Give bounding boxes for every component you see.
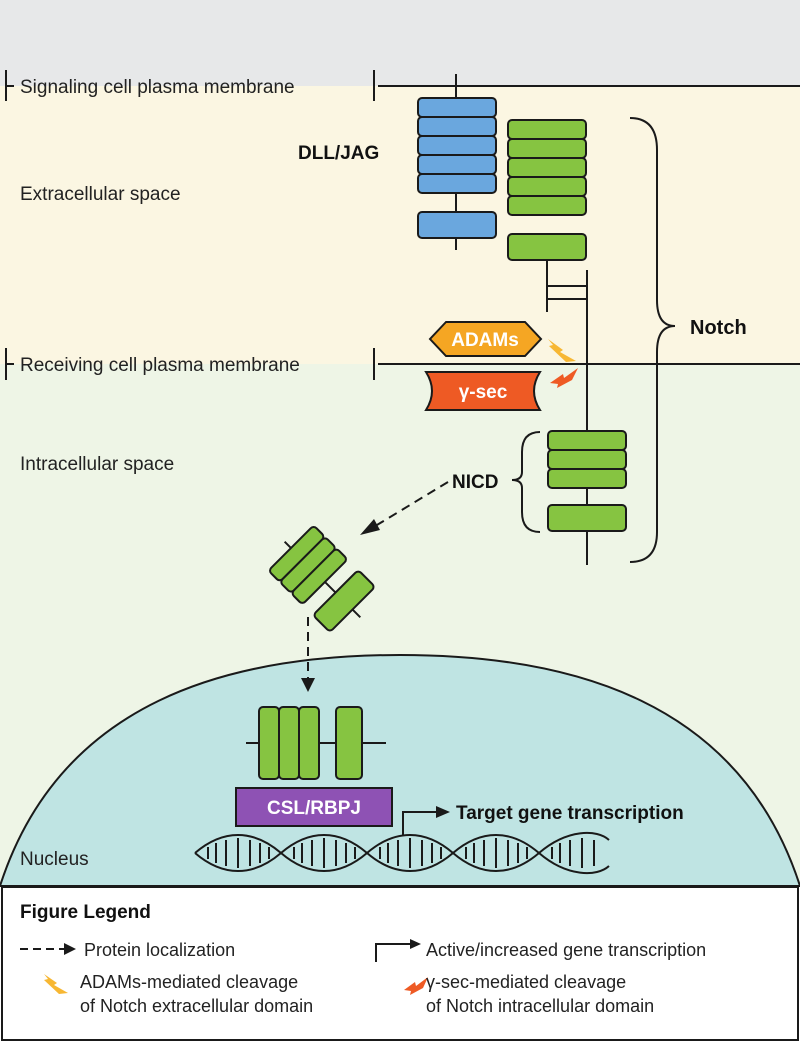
legend-title: Figure Legend [20, 902, 151, 923]
csl-rbpj: CSL/RBPJ [235, 787, 393, 827]
nuclear-nicd [246, 706, 386, 780]
receiving-membrane [5, 348, 800, 380]
legend-adams-bolt [44, 974, 68, 994]
legend-dashed-arrow [20, 943, 76, 955]
notch-label: Notch [690, 317, 747, 339]
gamma-sec-cleavage-bolt [550, 368, 578, 388]
legend-adams-line2: of Notch extracellular domain [80, 996, 313, 1016]
notch-receptor [507, 119, 627, 565]
adams-cleavage-bolt [548, 339, 576, 362]
legend-active-transcription: Active/increased gene transcription [426, 940, 706, 960]
localization-arrow-1 [360, 481, 449, 535]
legend-protein-localization: Protein localization [84, 940, 235, 960]
nucleus [0, 653, 800, 887]
adams-label: ADAMs [451, 330, 519, 351]
figure-legend: Figure Legend Protein localization Activ… [1, 886, 799, 1041]
extracellular-region [0, 86, 800, 364]
intracellular-label: Intracellular space [20, 454, 174, 475]
released-nicd [269, 526, 375, 632]
legend-transcription-arrow [375, 939, 421, 962]
receiving-membrane-label: Receiving cell plasma membrane [20, 355, 300, 376]
dll-jag-ligand [417, 74, 497, 250]
dna-helix [194, 831, 610, 875]
ligand-label: DLL/JAG [298, 143, 379, 164]
csl-label: CSL/RBPJ [267, 798, 361, 819]
adams-enzyme: ADAMs [428, 321, 543, 357]
signaling-membrane [5, 70, 800, 101]
legend-adams-line1: ADAMs-mediated cleavage [80, 972, 298, 992]
gamma-sec-label: γ-sec [459, 382, 508, 403]
gamma-sec-enzyme: γ-sec [424, 371, 542, 411]
signaling-cell-region [0, 0, 800, 86]
legend-gsec-bolt [404, 977, 428, 995]
extracellular-label: Extracellular space [20, 184, 181, 205]
transcription-arrow [402, 806, 450, 835]
nicd-label: NICD [452, 472, 498, 493]
target-gene-label: Target gene transcription [456, 803, 684, 824]
legend-gsec-line2: of Notch intracellular domain [426, 996, 654, 1016]
nucleus-label: Nucleus [20, 849, 89, 870]
localization-arrow-2 [301, 617, 315, 692]
signaling-membrane-label: Signaling cell plasma membrane [20, 77, 295, 98]
nicd-brace [511, 431, 541, 533]
notch-brace [629, 117, 676, 563]
legend-gsec-line1: γ-sec-mediated cleavage [426, 972, 626, 992]
